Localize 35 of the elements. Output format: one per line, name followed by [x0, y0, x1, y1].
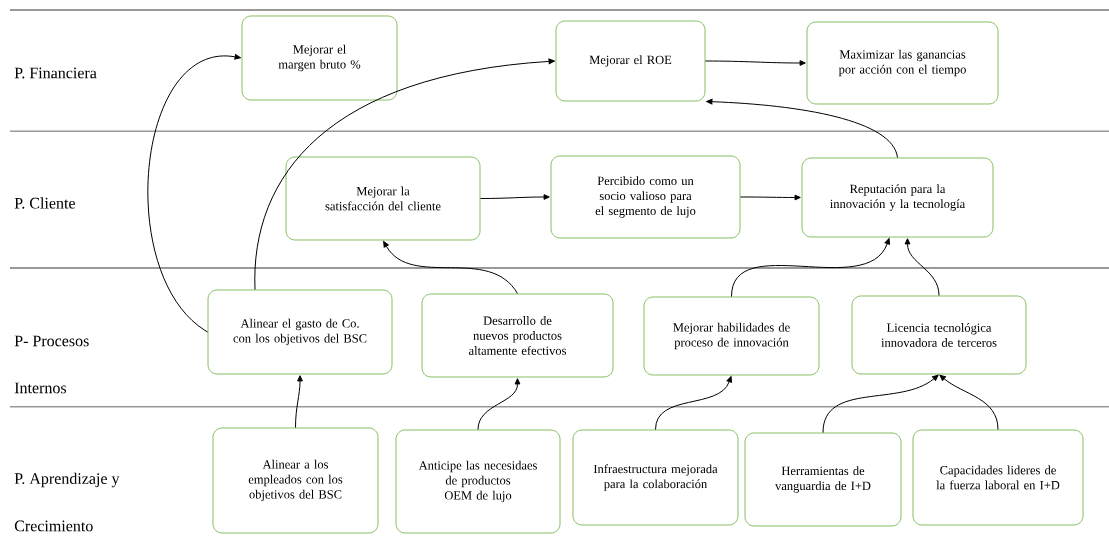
objective-box: Reputación para la innovación y la tecnología: [801, 157, 994, 238]
arrow: [706, 98, 898, 159]
arrow: [739, 194, 801, 201]
objective-box: Infraestructura mejorada para la colaboración: [572, 429, 739, 526]
objective-box: Capacidades lideres de la fuerza laboral en I+D: [912, 429, 1084, 526]
arrow: [479, 194, 550, 200]
objective-box: Desarrollo de nuevos productos altamente efectivos: [421, 293, 614, 378]
arrow: [704, 60, 806, 66]
arrow: [254, 58, 555, 291]
arrow: [939, 374, 999, 431]
lane-label: P. Cliente: [14, 197, 75, 209]
arrow: [295, 375, 303, 429]
lane-label: P- Procesos: [14, 335, 89, 347]
arrow: [477, 378, 521, 431]
objective-box: Alinear a los empleados con los objetivos del BSC: [212, 427, 379, 534]
objective-box: Anticipe las necesidaes de productos OEM de lujo: [395, 429, 561, 534]
lane-label: P. Aprendizaje y: [14, 472, 120, 488]
objective-box: Maximizar las ganancias por acción con el tiempo: [806, 21, 999, 105]
objective-box: Mejorar la satisfacción del cliente: [285, 156, 481, 241]
arrow: [147, 54, 241, 333]
objective-box: Alinear el gasto de Co. con los objetivos del BSC: [207, 289, 393, 375]
arrow: [731, 238, 890, 298]
arrow: [822, 374, 939, 434]
arrow: [655, 376, 732, 431]
objective-box: Percibido como un socio valioso para el segmento de lujo: [550, 155, 741, 239]
lane-label: P. Financiera: [14, 67, 97, 79]
lane-label: Crecimiento: [14, 520, 93, 532]
objective-box: Licencia tecnológica innovadora de terceros: [851, 295, 1027, 375]
arrow: [904, 238, 940, 297]
objective-box: Mejorar habilidades de proceso de innovación: [643, 296, 820, 376]
arrow: [383, 241, 518, 295]
lane-label: Internos: [14, 382, 67, 394]
objective-box: Mejorar el margen bruto %: [241, 15, 398, 101]
objective-box: Herramientas de vanguardia de I+D: [744, 432, 902, 527]
objective-box: Mejorar el ROE: [555, 20, 706, 102]
